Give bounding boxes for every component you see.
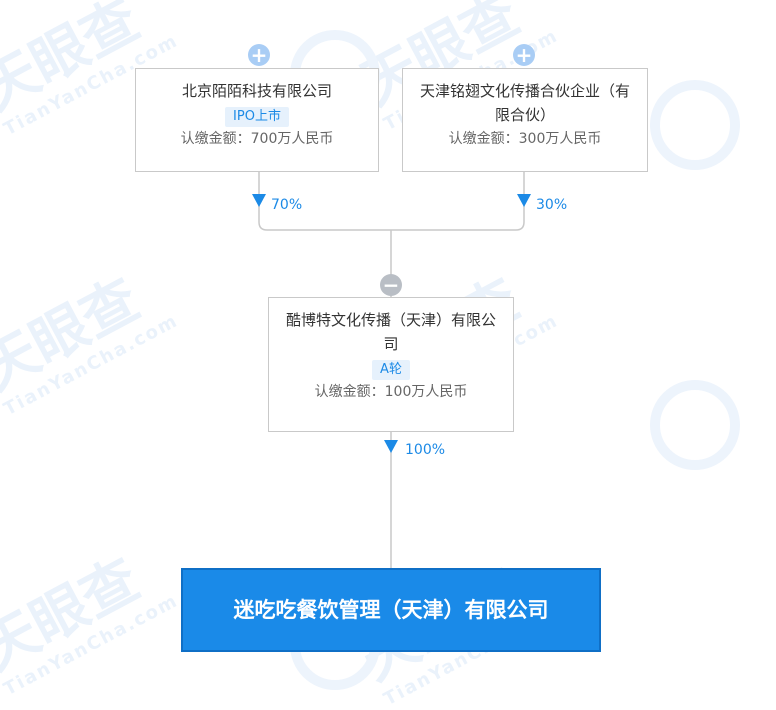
shareholder-node[interactable]: 北京陌陌科技有限公司 IPO上市 认缴金额：700万人民币 (135, 68, 379, 172)
expand-plus-icon[interactable]: + (513, 44, 535, 66)
subscribed-amount: 认缴金额：700万人民币 (180, 131, 334, 147)
shareholder-node[interactable]: 天津铭翅文化传播合伙企业（有限合伙） 认缴金额：300万人民币 (402, 68, 648, 172)
arrow-down-icon (517, 194, 531, 207)
company-name: 北京陌陌科技有限公司 (181, 82, 332, 100)
status-badge: IPO上市 (225, 107, 289, 127)
expand-plus-icon[interactable]: + (248, 44, 270, 66)
arrow-down-icon (252, 194, 266, 207)
company-name: 酷博特文化传播（天津）有限公司 (285, 311, 496, 353)
company-name: 天津铭翅文化传播合伙企业（有限合伙） (419, 82, 630, 124)
share-percent: 30% (536, 197, 568, 213)
funding-round-badge: A轮 (372, 360, 410, 380)
share-percent: 70% (271, 197, 303, 213)
subscribed-amount: 认缴金额：300万人民币 (448, 131, 602, 147)
collapse-minus-icon[interactable]: − (380, 274, 402, 296)
intermediate-company-node[interactable]: 酷博特文化传播（天津）有限公司 A轮 认缴金额：100万人民币 (268, 297, 514, 432)
arrow-down-icon (384, 440, 398, 453)
share-percent: 100% (405, 442, 446, 458)
subscribed-amount: 认缴金额：100万人民币 (314, 384, 468, 400)
target-company-node[interactable]: 迷吃吃餐饮管理（天津）有限公司 (181, 568, 601, 652)
target-company-name: 迷吃吃餐饮管理（天津）有限公司 (233, 598, 549, 622)
